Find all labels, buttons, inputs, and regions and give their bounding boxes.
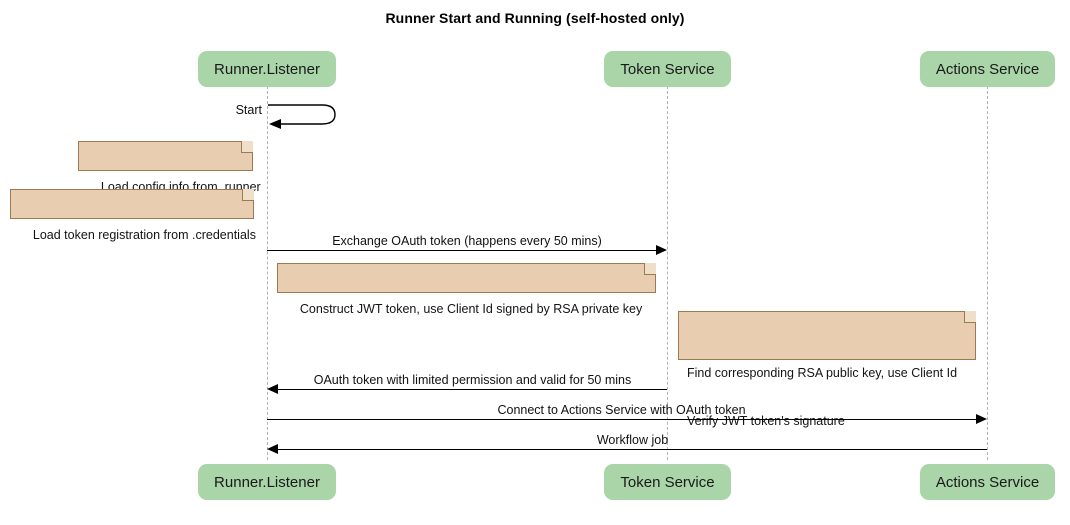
note-fold-corner-icon <box>241 141 253 153</box>
participant-actions-bottom[interactable]: Actions Service <box>920 464 1055 500</box>
note-fold-corner-icon <box>242 189 254 201</box>
message-workflow-job-arrowhead <box>267 444 278 454</box>
lifeline-actions <box>987 86 988 460</box>
note-construct-jwt-text: Construct JWT token, use Client Id signe… <box>299 302 643 316</box>
participant-token-bottom[interactable]: Token Service <box>604 464 731 500</box>
message-workflow-job-label: Workflow job <box>596 433 669 447</box>
participant-runner-bottom[interactable]: Runner.Listener <box>198 464 336 500</box>
message-oauth-token-return-line <box>278 389 667 390</box>
message-workflow-job-line <box>278 449 987 450</box>
message-start-label: Start <box>235 103 262 117</box>
note-verify-jwt-line1: Find corresponding RSA public key, use C… <box>687 366 958 380</box>
participant-token-bottom-label: Token Service <box>620 473 715 491</box>
note-construct-jwt: Construct JWT token, use Client Id signe… <box>277 263 656 316</box>
message-oauth-token-return-label: OAuth token with limited permission and … <box>313 373 632 387</box>
message-exchange-oauth-arrowhead <box>656 245 667 255</box>
message-connect-actions-label: Connect to Actions Service with OAuth to… <box>497 403 746 417</box>
participant-runner-bottom-label: Runner.Listener <box>214 473 320 491</box>
message-oauth-token-return-arrowhead <box>267 384 278 394</box>
note-fold-corner-icon <box>964 311 976 323</box>
note-verify-jwt-line2: Verify JWT token's signature <box>687 414 845 428</box>
participant-actions-top-label: Actions Service <box>935 60 1040 78</box>
participant-actions-top[interactable]: Actions Service <box>920 51 1055 87</box>
message-connect-actions-arrowhead <box>976 414 987 424</box>
diagram-title: Runner Start and Running (self-hosted on… <box>385 10 685 26</box>
note-load-token-registration-text: Load token registration from .credential… <box>32 228 256 242</box>
note-fold-corner-icon <box>644 263 656 275</box>
participant-runner-top-label: Runner.Listener <box>214 60 320 78</box>
message-exchange-oauth-label: Exchange OAuth token (happens every 50 m… <box>332 234 602 248</box>
participant-actions-bottom-label: Actions Service <box>935 473 1040 491</box>
note-load-config: Load config info from .runner <box>78 141 261 194</box>
participant-token-top-label: Token Service <box>620 60 715 78</box>
participant-token-top[interactable]: Token Service <box>604 51 731 87</box>
lifeline-runner <box>267 86 268 460</box>
message-connect-actions-line <box>267 419 976 420</box>
lifeline-token <box>667 86 668 460</box>
participant-runner-top[interactable]: Runner.Listener <box>198 51 336 87</box>
message-start-loop <box>267 100 347 141</box>
note-load-token-registration: Load token registration from .credential… <box>10 189 256 242</box>
message-exchange-oauth-line <box>267 250 656 251</box>
note-verify-jwt: Find corresponding RSA public key, use C… <box>678 311 976 428</box>
